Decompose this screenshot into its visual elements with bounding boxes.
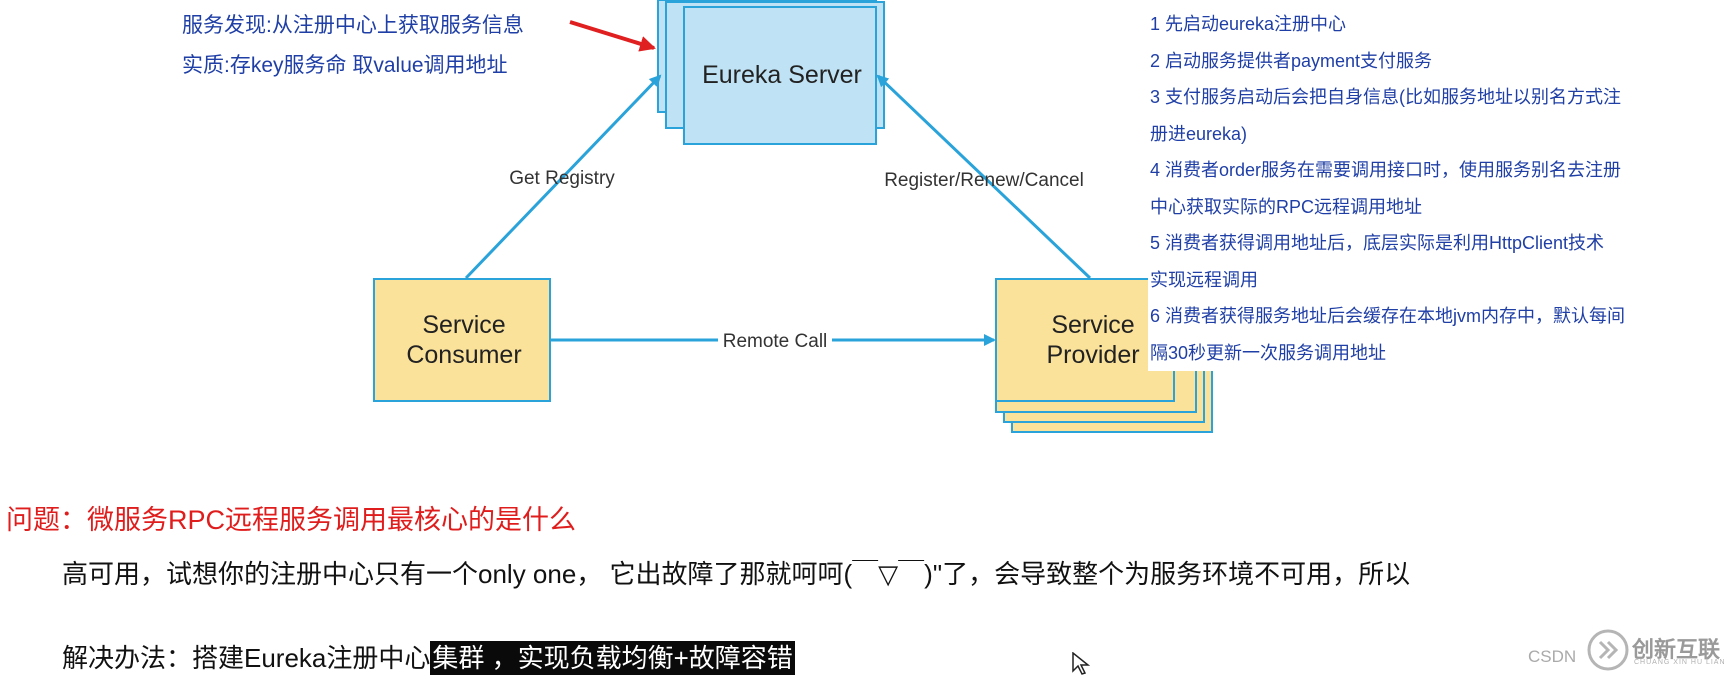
brand-logo-icon: [1587, 629, 1629, 671]
step-line: 3 支付服务启动后会把自身信息(比如服务地址以别名方式注: [1150, 87, 1622, 107]
register-renew-cancel-label: Register/Renew/Cancel: [884, 170, 1084, 191]
answer-text: 高可用，试想你的注册中心只有一个only one， 它出故障了那就呵呵(￣▽￣)…: [62, 559, 1411, 589]
step-line: 4 消费者order服务在需要调用接口时，使用服务别名去注册: [1150, 160, 1622, 180]
provider-label-line2: Provider: [1046, 341, 1139, 369]
consumer-label-line2: Consumer: [406, 341, 521, 369]
startup-steps-panel: 1 先启动eureka注册中心 2 启动服务提供者payment支付服务 3 支…: [1148, 6, 1690, 371]
service-provider-box: [995, 278, 1175, 402]
service-consumer-box: [373, 278, 551, 402]
discovery-note-line1: 服务发现:从注册中心上获取服务信息: [182, 14, 524, 37]
mouse-cursor-icon: [1072, 652, 1091, 675]
consumer-label-line1: Service: [422, 311, 505, 339]
step-line: 6 消费者获得服务地址后会缓存在本地jvm内存中，默认每间: [1150, 306, 1626, 326]
step-line: 实现远程调用: [1150, 269, 1258, 290]
csdn-watermark: CSDN: [1528, 647, 1577, 666]
step-line: 1 先启动eureka注册中心: [1150, 14, 1347, 34]
question-heading: 问题：微服务RPC远程服务调用最核心的是什么: [6, 505, 577, 535]
provider-label-line1: Service: [1051, 311, 1134, 339]
step-line: 册进eureka): [1150, 123, 1248, 144]
eureka-server-stack: Eureka Server: [657, 0, 885, 145]
get-registry-arrow: [464, 74, 662, 280]
discovery-note-line2: 实质:存key服务命 取value调用地址: [182, 54, 508, 77]
red-annotation-arrow: [569, 20, 656, 52]
eureka-server-label: Eureka Server: [702, 61, 862, 89]
get-registry-label: Get Registry: [509, 168, 615, 189]
register-arrow: [876, 74, 1092, 280]
step-line: 5 消费者获得调用地址后，底层实际是利用HttpClient技术: [1150, 233, 1605, 253]
step-line: 2 启动服务提供者payment支付服务: [1150, 50, 1433, 71]
remote-call-label: Remote Call: [723, 331, 828, 352]
brand-watermark-sub: CHUANG XIN HU LIAN: [1634, 659, 1726, 666]
service-consumer: Service Consumer: [373, 278, 551, 402]
solution-highlight: 集群 ，实现负载均衡+故障容错: [430, 641, 795, 675]
solution-prefix: 解决办法：搭建Eureka注册中心: [62, 643, 431, 673]
solution-text: 解决办法：搭建Eureka注册中心集群 ，实现负载均衡+故障容错: [62, 638, 795, 675]
step-line: 隔30秒更新一次服务调用地址: [1150, 342, 1387, 363]
eureka-architecture-diagram: Eureka Server Service Consumer Service P…: [373, 0, 1213, 433]
brand-watermark: 创新互联: [1632, 637, 1721, 662]
step-line: 中心获取实际的RPC远程调用地址: [1150, 196, 1423, 217]
eureka-server-box: [683, 6, 877, 145]
